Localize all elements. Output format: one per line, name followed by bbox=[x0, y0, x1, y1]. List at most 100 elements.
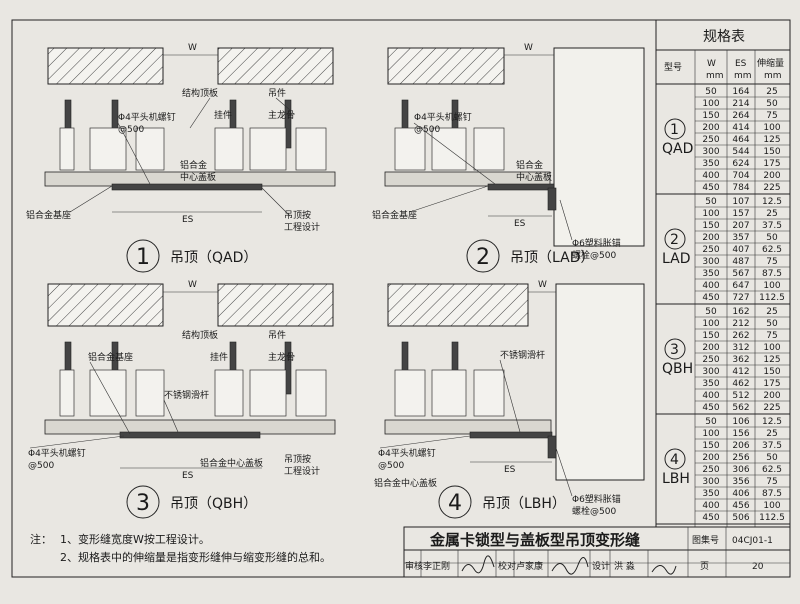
cell-shrink: 50 bbox=[766, 319, 778, 329]
cell-w: 100 bbox=[702, 429, 719, 439]
center-cover bbox=[469, 431, 553, 439]
detail-title: 吊顶（QBH） bbox=[170, 496, 257, 512]
center-cover bbox=[111, 183, 263, 191]
label-anchor-a: Φ6塑料胀锚 bbox=[572, 237, 621, 249]
cell-w: 400 bbox=[702, 281, 719, 291]
col-w: W bbox=[707, 59, 716, 69]
cell-shrink: 112.5 bbox=[759, 513, 785, 523]
wall-base bbox=[547, 435, 557, 459]
detail-3-qbh: W ES 结构顶板 吊件 铝合金基座 挂件 主龙骨 不锈钢滑杆 Φ4平头机螺钉 … bbox=[28, 280, 336, 519]
detail-number-circle bbox=[126, 239, 160, 273]
check-signature bbox=[551, 557, 589, 575]
keels bbox=[394, 127, 505, 171]
page-number: 20 bbox=[752, 562, 764, 572]
detail-number: 1 bbox=[136, 245, 150, 270]
label-base: 铝合金基座 bbox=[372, 209, 417, 221]
cell-shrink: 37.5 bbox=[762, 441, 782, 451]
cell-es: 214 bbox=[732, 99, 749, 109]
cell-shrink: 175 bbox=[763, 159, 780, 169]
wall bbox=[555, 283, 645, 481]
es-dim-label: ES bbox=[504, 465, 516, 475]
slab-left bbox=[47, 47, 164, 85]
type-number-circle bbox=[664, 448, 686, 470]
cell-w: 50 bbox=[705, 197, 717, 207]
detail-number-circle bbox=[438, 485, 472, 519]
atlas-label: 图集号 bbox=[692, 534, 719, 546]
slab bbox=[387, 283, 529, 327]
cell-w: 200 bbox=[702, 453, 719, 463]
cell-w: 200 bbox=[702, 343, 719, 353]
detail-1-qad: W ES 结构顶板 吊件 挂件 主龙骨 Φ4平头机螺钉 @500 铝合金 中心盖… bbox=[26, 43, 336, 273]
atlas-number: 04CJ01-1 bbox=[732, 536, 773, 546]
cell-w: 200 bbox=[702, 233, 719, 243]
es-dim-label: ES bbox=[182, 215, 194, 225]
label-cover-a: 铝合金 bbox=[516, 159, 543, 171]
cell-w: 150 bbox=[702, 221, 719, 231]
cell-shrink: 100 bbox=[763, 123, 780, 133]
wall bbox=[553, 47, 645, 247]
col-shrink: 伸缩量 bbox=[757, 57, 784, 69]
review-label: 审核 bbox=[405, 560, 423, 572]
label-anchor-b: 螺栓@500 bbox=[572, 249, 616, 261]
label-anchor-a: Φ6塑料胀锚 bbox=[572, 493, 621, 505]
design-label: 设计 bbox=[592, 560, 610, 572]
w-dim-label: W bbox=[524, 43, 533, 53]
cell-shrink: 75 bbox=[766, 477, 777, 487]
cell-w: 100 bbox=[702, 319, 719, 329]
cell-es: 414 bbox=[732, 123, 749, 133]
cell-es: 727 bbox=[732, 293, 749, 303]
cell-w: 250 bbox=[702, 135, 719, 145]
title-block: 金属卡锁型与盖板型吊顶变形缝 图集号 04CJ01-1 审核 李正刚 校对 卢家… bbox=[403, 526, 791, 578]
label-ceiling-b: 工程设计 bbox=[284, 221, 320, 233]
cell-es: 312 bbox=[732, 343, 749, 353]
cell-w: 250 bbox=[702, 245, 719, 255]
cell-w: 350 bbox=[702, 269, 719, 279]
cell-shrink: 150 bbox=[763, 367, 780, 377]
page-label: 页 bbox=[700, 561, 709, 572]
cell-shrink: 175 bbox=[763, 379, 780, 389]
cell-es: 157 bbox=[732, 209, 749, 219]
cell-es: 456 bbox=[732, 501, 749, 511]
cell-w: 300 bbox=[702, 367, 719, 377]
cell-es: 164 bbox=[732, 87, 749, 97]
label-main-keel: 主龙骨 bbox=[268, 351, 295, 363]
detail-2-lad: W ES Φ4平头机螺钉 @500 铝合金 中心盖板 铝合金基座 Φ6塑料胀锚 … bbox=[372, 43, 645, 273]
drawing-title: 金属卡锁型与盖板型吊顶变形缝 bbox=[429, 531, 640, 549]
type-number-circle bbox=[664, 338, 686, 360]
cell-shrink: 200 bbox=[763, 171, 780, 181]
es-dim-label: ES bbox=[514, 219, 526, 229]
note-2: 2、规格表中的伸缩量是指变形缝伸与缩变形缝的总和。 bbox=[60, 550, 331, 564]
cell-w: 450 bbox=[702, 403, 719, 413]
type-code: LAD bbox=[662, 251, 690, 267]
type-code: LBH bbox=[662, 471, 690, 487]
label-anchor-b: 螺栓@500 bbox=[572, 505, 616, 517]
leader-lines bbox=[29, 97, 573, 497]
cell-w: 400 bbox=[702, 171, 719, 181]
cell-es: 407 bbox=[732, 245, 749, 255]
cell-shrink: 100 bbox=[763, 343, 780, 353]
slab-left bbox=[47, 283, 164, 327]
cell-es: 487 bbox=[732, 257, 749, 267]
cell-w: 50 bbox=[705, 87, 717, 97]
cell-shrink: 87.5 bbox=[762, 269, 782, 279]
cell-es: 162 bbox=[732, 307, 749, 317]
cell-shrink: 100 bbox=[763, 501, 780, 511]
detail-number-circle bbox=[126, 485, 160, 519]
detail-number-circle bbox=[466, 239, 500, 273]
notes: 注： 1、变形缝宽度W按工程设计。 2、规格表中的伸缩量是指变形缝伸与缩变形缝的… bbox=[30, 532, 331, 564]
cell-es: 306 bbox=[732, 465, 749, 475]
type-number-circle bbox=[664, 118, 686, 140]
center-cover bbox=[119, 431, 261, 439]
cell-shrink: 75 bbox=[766, 331, 777, 341]
cell-es: 506 bbox=[732, 513, 749, 523]
cell-shrink: 50 bbox=[766, 99, 778, 109]
check-label: 校对 bbox=[498, 560, 516, 572]
cell-shrink: 62.5 bbox=[762, 465, 782, 475]
cell-es: 512 bbox=[732, 391, 749, 401]
cell-shrink: 37.5 bbox=[762, 221, 782, 231]
detail-title: 吊顶（LAD） bbox=[510, 250, 594, 266]
label-hanger: 吊件 bbox=[268, 329, 286, 341]
cell-shrink: 112.5 bbox=[759, 293, 785, 303]
cell-es: 156 bbox=[732, 429, 749, 439]
label-structure-slab: 结构顶板 bbox=[182, 87, 218, 99]
